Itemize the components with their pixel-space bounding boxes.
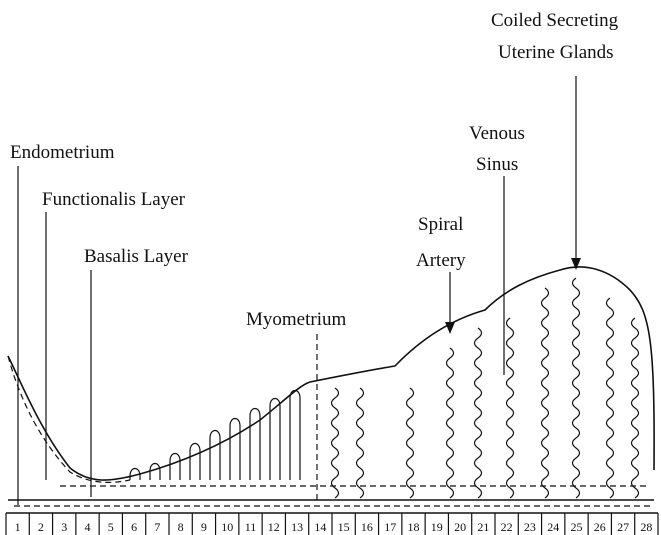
day-label: 26 <box>594 520 606 534</box>
uterine-gland <box>230 419 240 481</box>
uterine-gland <box>170 454 180 481</box>
arrowhead-glands <box>571 258 581 270</box>
uterine-gland <box>475 328 482 498</box>
day-label: 23 <box>524 520 536 534</box>
uterine-glands-group <box>130 278 639 498</box>
uterine-gland <box>250 409 260 481</box>
day-label: 22 <box>501 520 513 534</box>
day-label: 14 <box>314 520 326 534</box>
day-label: 6 <box>131 520 137 534</box>
day-label: 5 <box>108 520 114 534</box>
uterine-gland <box>632 318 639 498</box>
label-artery: Artery <box>416 250 466 271</box>
day-label: 11 <box>245 520 257 534</box>
label-myometrium: Myometrium <box>246 309 346 330</box>
label-basalis-layer: Basalis Layer <box>84 246 189 267</box>
day-label: 9 <box>201 520 207 534</box>
uterine-gland <box>332 388 339 498</box>
early-phase-outline <box>8 356 130 482</box>
label-coiled-secreting: Coiled Secreting <box>491 10 619 31</box>
uterine-gland <box>190 444 200 481</box>
uterine-gland <box>573 278 580 498</box>
day-label: 21 <box>477 520 489 534</box>
label-sinus: Sinus <box>476 154 518 175</box>
day-label: 8 <box>178 520 184 534</box>
uterine-gland <box>542 288 549 498</box>
uterine-gland <box>407 388 414 498</box>
uterine-gland <box>357 388 364 498</box>
uterine-gland <box>607 298 614 498</box>
uterine-gland <box>447 348 454 498</box>
day-label: 20 <box>454 520 466 534</box>
day-label: 17 <box>384 520 396 534</box>
label-uterine-glands: Uterine Glands <box>498 42 614 63</box>
uterine-gland <box>290 391 300 481</box>
day-label: 10 <box>221 520 233 534</box>
day-label: 3 <box>61 520 67 534</box>
day-label: 13 <box>291 520 303 534</box>
day-label: 12 <box>268 520 280 534</box>
day-label: 1 <box>15 520 21 534</box>
uterine-gland <box>507 318 514 498</box>
day-label: 25 <box>571 520 583 534</box>
day-label: 24 <box>547 520 559 534</box>
day-label: 16 <box>361 520 373 534</box>
label-spiral: Spiral <box>418 214 463 235</box>
uterine-gland <box>210 431 220 481</box>
day-label: 2 <box>38 520 44 534</box>
day-label: 4 <box>85 520 91 534</box>
day-label: 27 <box>617 520 629 534</box>
uterine-gland <box>150 464 160 481</box>
label-endometrium: Endometrium <box>10 142 115 163</box>
day-label: 19 <box>431 520 443 534</box>
day-label: 28 <box>640 520 652 534</box>
day-label: 18 <box>408 520 420 534</box>
label-functionalis-layer: Functionalis Layer <box>42 189 186 210</box>
endometrium-surface-outline <box>8 267 654 480</box>
label-venous: Venous <box>469 123 525 144</box>
day-label: 15 <box>338 520 350 534</box>
day-label: 7 <box>154 520 160 534</box>
